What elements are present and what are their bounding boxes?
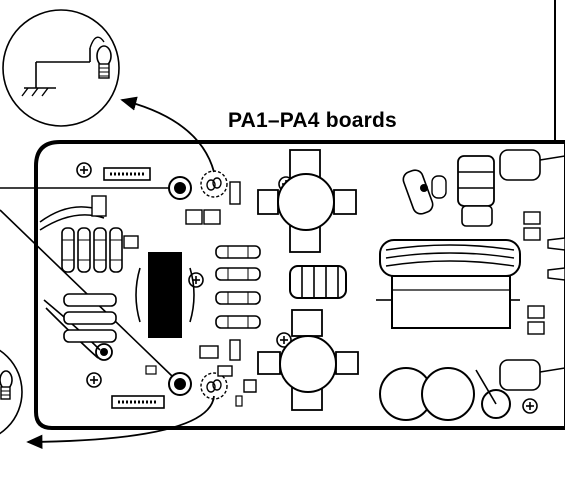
transformer-icon [123, 235, 195, 338]
edge-components [499, 149, 565, 391]
screw-icon [76, 162, 92, 178]
upper-callout-arrow [120, 96, 215, 173]
cable-bundle [39, 195, 107, 359]
resistor [61, 227, 75, 273]
resistor [77, 227, 91, 273]
resistor-row [63, 293, 117, 343]
bulb-icon [89, 36, 112, 79]
jack-icon [95, 343, 113, 361]
capacitor-icon [379, 367, 511, 421]
resistor [215, 267, 261, 281]
resistor [215, 315, 261, 329]
resistor [93, 227, 107, 273]
resistor [109, 227, 123, 273]
ground-symbol-icon [21, 48, 91, 97]
connector-icon [103, 167, 151, 181]
coil-icon [457, 155, 495, 227]
lower-callout-arrow [26, 395, 215, 450]
lower-inset-callout [0, 349, 23, 435]
coil-icon [289, 265, 347, 299]
capacitor-icon [402, 169, 447, 215]
leader-line-lower [0, 209, 173, 377]
transistor-icon [257, 309, 359, 411]
spring-icon [206, 379, 222, 393]
spring-icon [206, 177, 222, 191]
screw-icon [522, 398, 538, 414]
resistor [215, 291, 261, 305]
bulb-icon [0, 370, 13, 400]
smd-components [145, 181, 545, 407]
jack-icon [168, 372, 192, 396]
lower-spring-highlight [200, 372, 228, 400]
board-title: PA1–PA4 boards [228, 109, 397, 132]
upper-inset-callout [2, 9, 120, 127]
screw-icon [86, 372, 102, 388]
transformer-icon [376, 239, 521, 329]
bracket [243, 379, 257, 393]
upper-spring-highlight [200, 170, 228, 198]
resistor [215, 245, 261, 259]
connector-icon [111, 395, 165, 409]
transistor-icon [257, 149, 357, 253]
jack-icon [168, 176, 192, 200]
